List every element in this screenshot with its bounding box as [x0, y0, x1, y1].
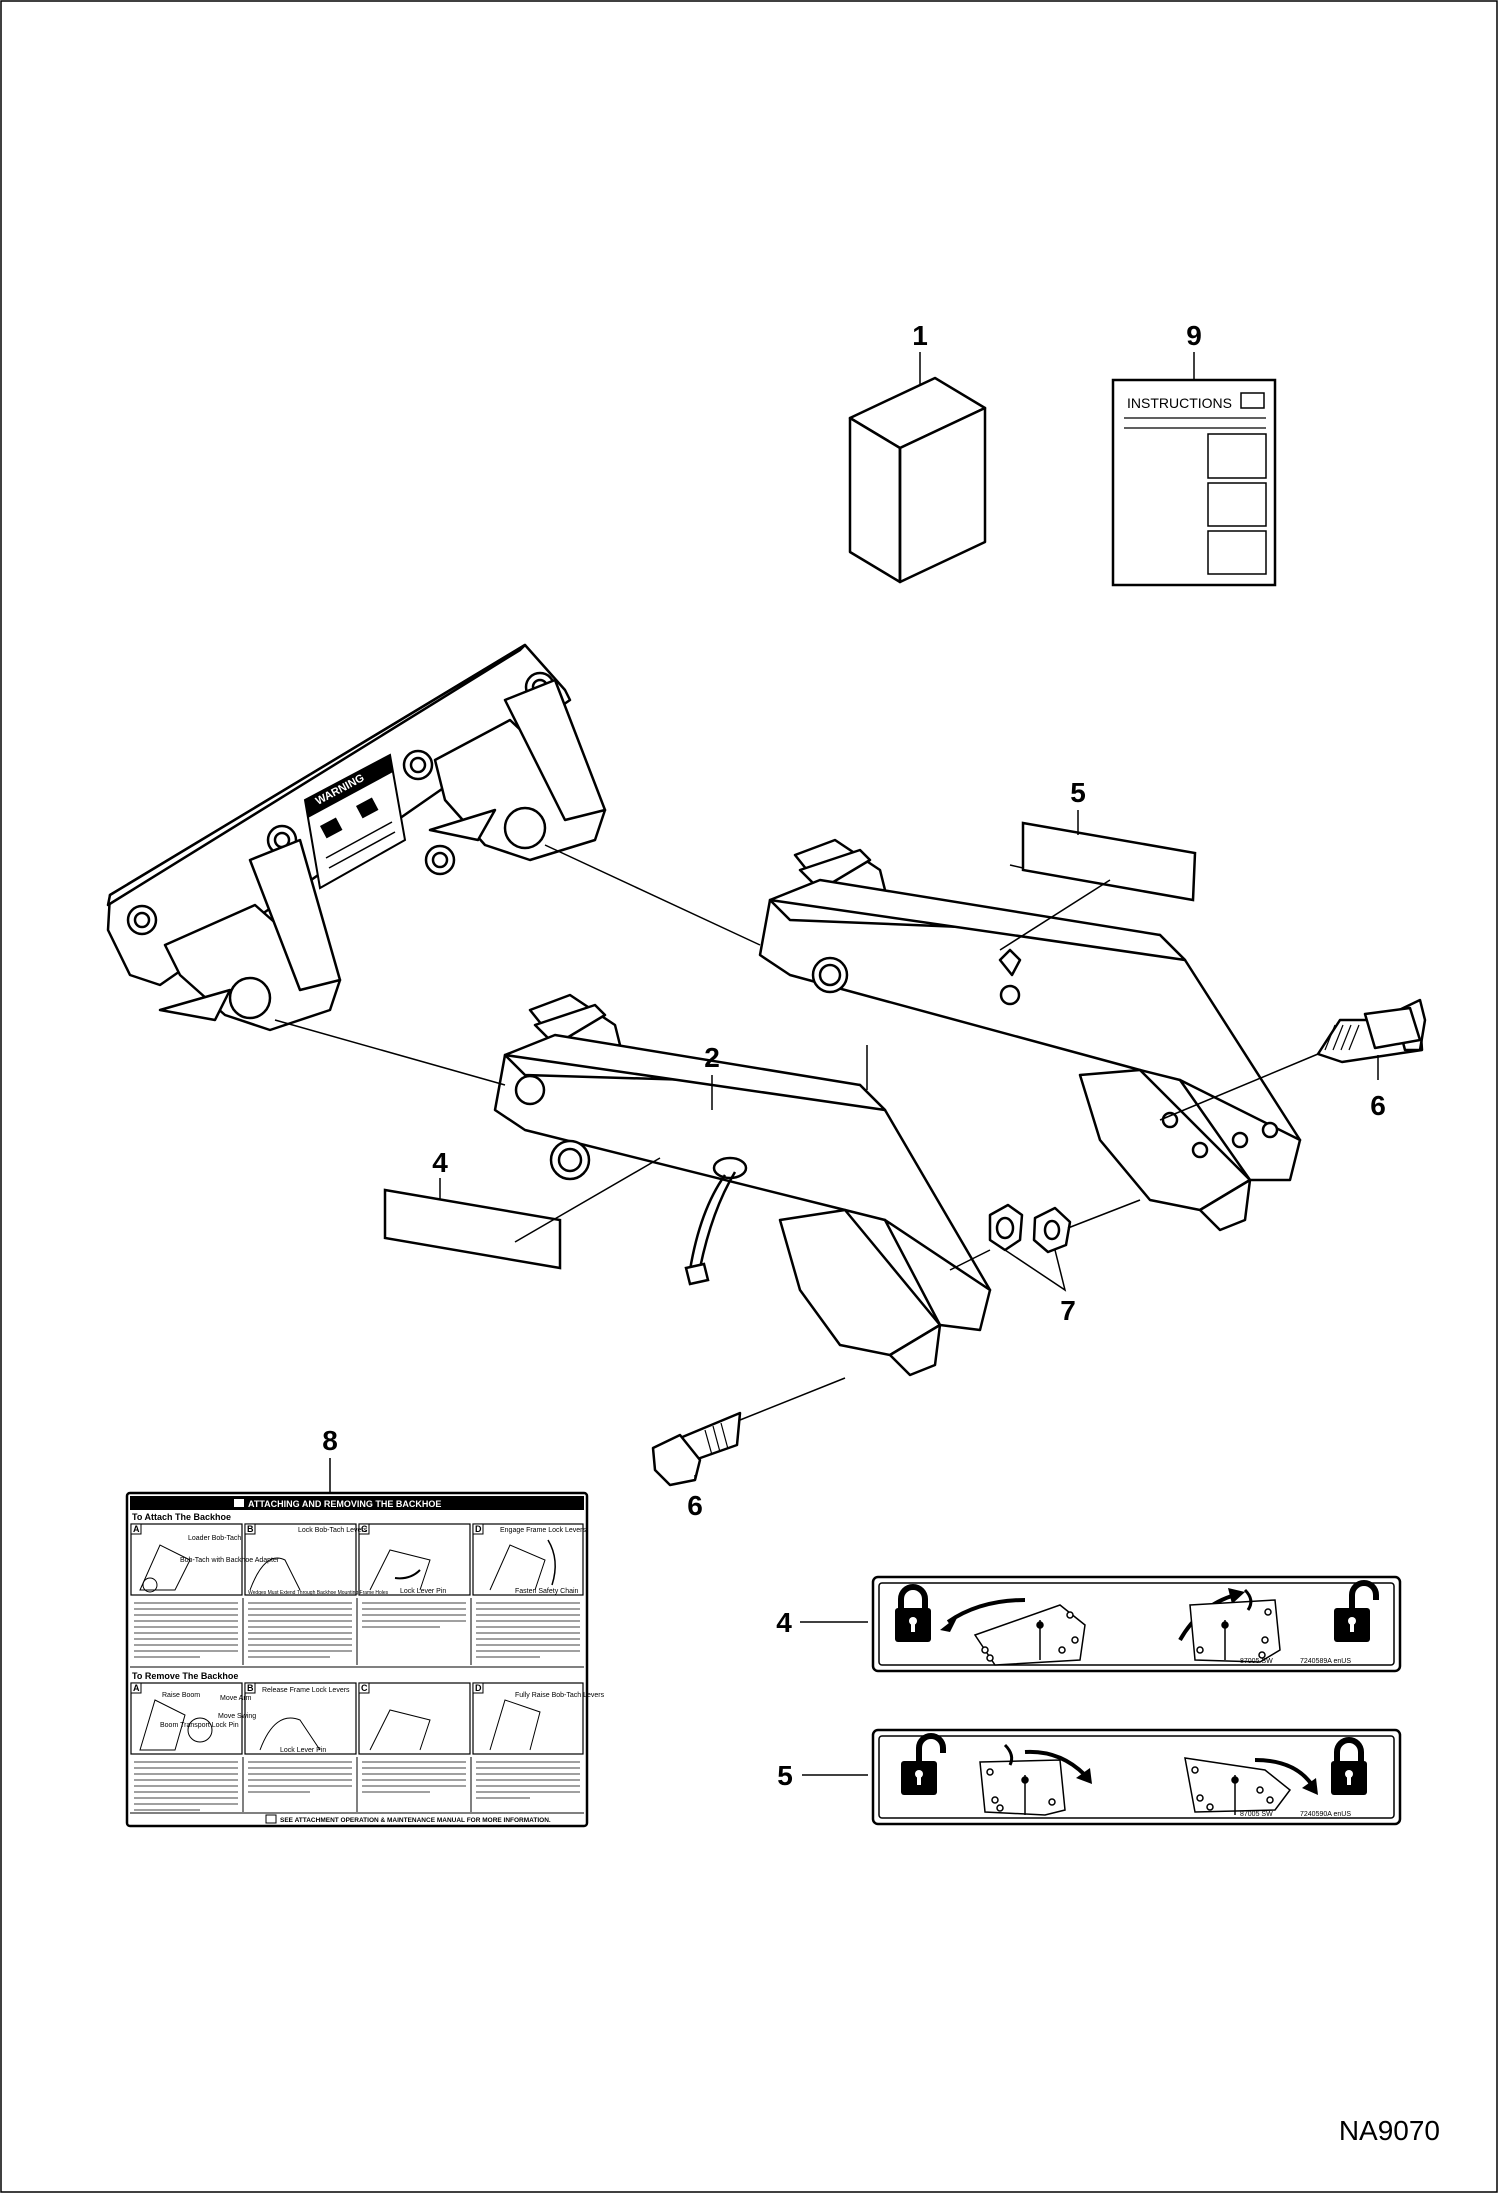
kit-box-item-1 [848, 376, 987, 584]
lock-decal-item-4: 87005 SW 7240589A enUS [871, 1575, 1402, 1673]
callout-6-right: 6 [1370, 1090, 1386, 1121]
decal-title: ATTACHING AND REMOVING THE BACKHOE [248, 1499, 441, 1509]
callout-4-decal: 4 [776, 1607, 792, 1638]
callout-8: 8 [322, 1425, 338, 1456]
remove-letter-c: C [361, 1683, 368, 1693]
attach-letter-d: D [475, 1524, 482, 1534]
unlock-decal-code-right: 7240590A enUS [1300, 1811, 1351, 1818]
remove-label-5: Release Frame Lock Levers [262, 1687, 350, 1694]
padlock-unlocked-left-icon [901, 1733, 946, 1795]
leader-7 [1004, 1249, 1067, 1292]
callout-7: 7 [1060, 1295, 1076, 1326]
bracket-right-2-icon [1184, 1757, 1292, 1815]
instruction-decal-item-8: ATTACHING AND REMOVING THE BACKHOE To At… [125, 1491, 605, 1828]
unlock-decal-item-5: 87005 SW 7240590A enUS [871, 1728, 1402, 1826]
bracket-left-2-icon [979, 1743, 1066, 1816]
callout-5-top: 5 [1070, 777, 1086, 808]
remove-label-4: Move Swing [218, 1713, 256, 1720]
decal-footer: SEE ATTACHMENT OPERATION & MAINTENANCE M… [280, 1817, 551, 1824]
decal-blank-item-4 [383, 1188, 562, 1270]
instruction-manual-item-9: INSTRUCTIONS [1111, 378, 1277, 587]
callout-6-left: 6 [687, 1490, 703, 1521]
attach-label-6: Engage Frame Lock Levers [500, 1527, 586, 1534]
remove-letter-d: D [475, 1683, 482, 1693]
padlock-locked-right-icon [1331, 1737, 1367, 1795]
remove-label-7: Fully Raise Bob-Tach Levers [515, 1692, 605, 1699]
nut-axis-2 [1067, 1199, 1141, 1229]
placement-line-4 [514, 1157, 661, 1243]
callout-1: 1 [912, 320, 928, 351]
attach-label-3: Lock Bob-Tach Levers [298, 1527, 368, 1534]
remove-label-2: Raise Boom [162, 1692, 200, 1699]
callout-2: 2 [704, 1042, 720, 1073]
padlock-unlocked-icon [1334, 1580, 1379, 1642]
nut-axis [949, 1249, 991, 1271]
attach-label-4: Wedges Must Extend Through Backhoe Mount… [248, 1590, 389, 1596]
lock-decal-code-right: 7240589A enUS [1300, 1658, 1351, 1665]
manual-title: INSTRUCTIONS [1127, 395, 1232, 411]
remove-letter-b: B [247, 1683, 254, 1693]
assembly-line-1 [544, 844, 761, 946]
callout-5-decal: 5 [777, 1760, 793, 1791]
mounting-frame-item-3 [758, 838, 1302, 1232]
attach-letter-b: B [247, 1524, 254, 1534]
remove-label-3: Move Arm [220, 1695, 252, 1702]
unlock-arrow-right-icon [1254, 1758, 1314, 1787]
remove-heading: To Remove The Backhoe [132, 1671, 238, 1681]
remove-label-1: Boom Transport Lock Pin [160, 1722, 239, 1729]
attach-label-1: Loader Bob-Tach [188, 1535, 241, 1542]
mounting-frame-item-2 [493, 993, 992, 1377]
nut-item-7 [988, 1203, 1072, 1254]
bolt-6-left-axis [739, 1377, 846, 1421]
bracket-left-icon [973, 1604, 1086, 1666]
attach-letter-a: A [133, 1524, 140, 1534]
attach-label-7: Fasten Safety Chain [515, 1588, 579, 1595]
bolt-6-right-axis [1159, 1053, 1319, 1121]
lock-arrow-left-icon [946, 1598, 1026, 1624]
bolt-item-6-right [1316, 998, 1427, 1064]
attach-label-5: Lock Lever Pin [400, 1588, 446, 1595]
decal-blank-item-5 [1021, 821, 1197, 902]
placement-line-5 [1009, 864, 1024, 869]
callout-9: 9 [1186, 320, 1202, 351]
lock-decal-code-left: 87005 SW [1240, 1658, 1273, 1665]
remove-label-6: Lock Lever Pin [280, 1747, 326, 1754]
attach-heading: To Attach The Backhoe [132, 1512, 231, 1522]
bolt-item-6-left [651, 1411, 742, 1487]
attach-letter-c: C [361, 1524, 368, 1534]
callout-4-top: 4 [432, 1147, 448, 1178]
placement-line-5b [999, 879, 1111, 951]
lock-pin-assembly [684, 1156, 748, 1286]
unlock-arrow-left-icon [1024, 1749, 1087, 1777]
bracket-right-icon [1189, 1588, 1281, 1663]
drawing-number: NA9070 [1339, 2115, 1440, 2146]
attach-label-2: Bob-Tach with Backhoe Adapter [180, 1557, 280, 1564]
unlock-decal-code-left: 87005 SW [1240, 1811, 1273, 1818]
assembly-line-2 [274, 1019, 506, 1086]
remove-letter-a: A [133, 1683, 140, 1693]
padlock-locked-icon [895, 1584, 931, 1642]
